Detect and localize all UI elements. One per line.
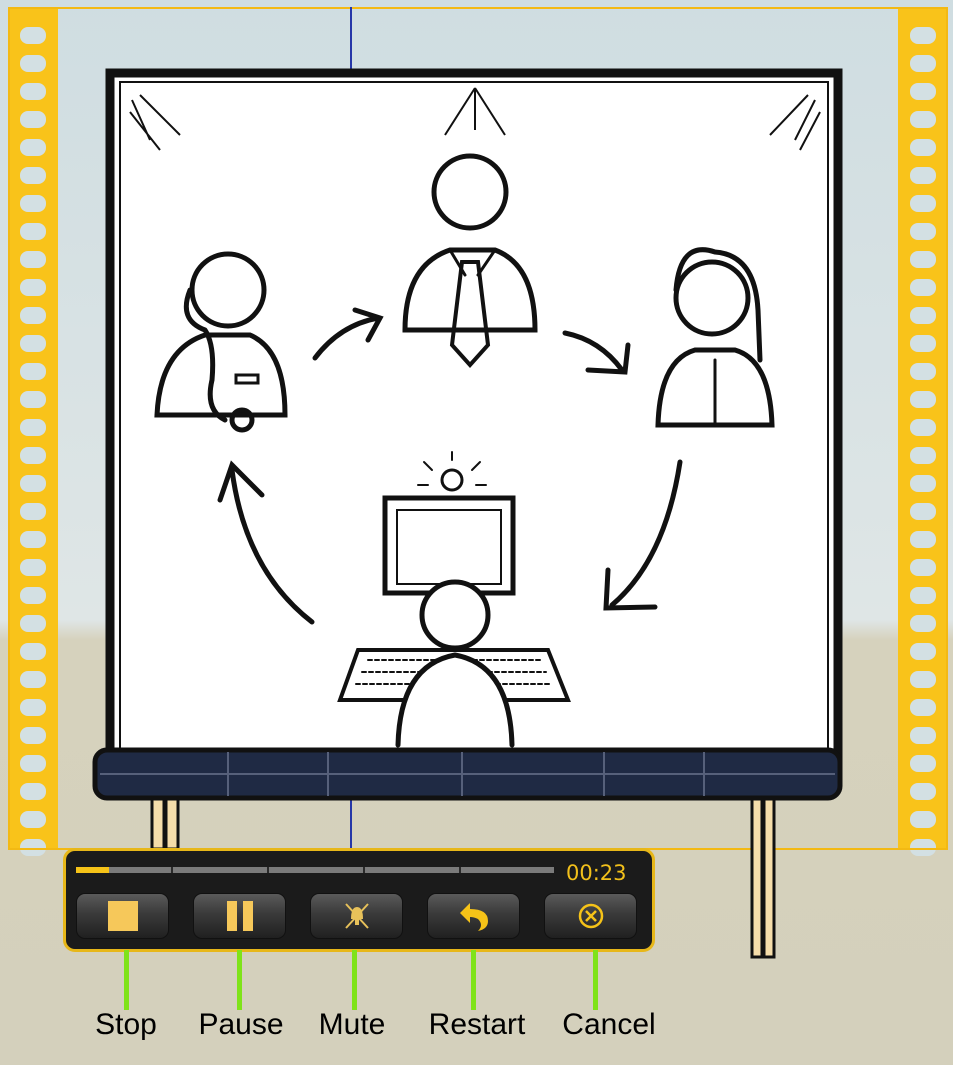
mute-button[interactable]	[310, 893, 403, 939]
cancel-button[interactable]	[544, 893, 637, 939]
progress-segment-divider	[363, 867, 365, 873]
stop-icon	[106, 899, 140, 933]
progress-segment-divider	[171, 867, 173, 873]
player-control-bar: 00:23	[63, 848, 655, 952]
stop-label: Stop	[95, 1008, 157, 1042]
restart-connector	[471, 950, 476, 1010]
pause-label: Pause	[198, 1008, 283, 1042]
pause-button[interactable]	[193, 893, 286, 939]
pause-icon	[223, 899, 257, 933]
stop-button[interactable]	[76, 893, 169, 939]
elapsed-time: 00:23	[566, 861, 627, 885]
restart-icon	[454, 899, 494, 933]
cancel-label: Cancel	[562, 1008, 655, 1042]
mute-label: Mute	[319, 1008, 386, 1042]
restart-button[interactable]	[427, 893, 520, 939]
progress-bar[interactable]	[76, 867, 554, 873]
mute-connector	[352, 950, 357, 1010]
restart-label: Restart	[429, 1008, 526, 1042]
cancel-connector	[593, 950, 598, 1010]
progress-segment-divider	[459, 867, 461, 873]
stop-connector	[124, 950, 129, 1010]
progress-fill	[76, 867, 109, 873]
mute-icon	[340, 899, 374, 933]
pause-connector	[237, 950, 242, 1010]
progress-segment-divider	[267, 867, 269, 873]
cancel-icon	[574, 899, 608, 933]
